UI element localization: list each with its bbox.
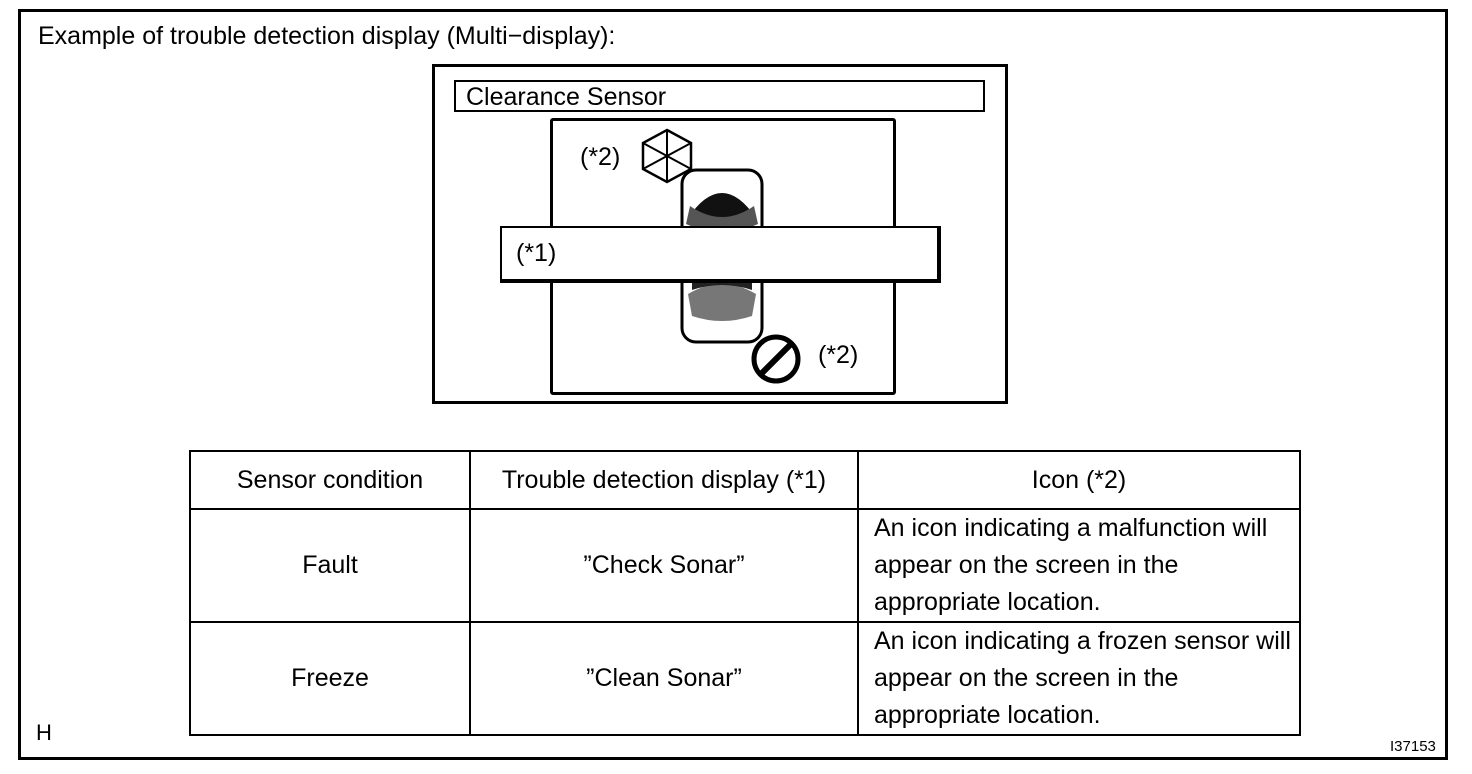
column-header: Icon (*2) — [857, 450, 1301, 510]
vehicle-icon — [680, 168, 764, 344]
icon-description-cell: An icon indicating a malfunction will ap… — [857, 508, 1301, 623]
sensor-condition-cell: Fault — [189, 508, 471, 623]
freeze-icon — [641, 128, 693, 184]
icon-callout-top: (*2) — [580, 143, 621, 171]
icon-description-cell: An icon indicating a frozen sensor will … — [857, 621, 1301, 736]
table-header-row: Sensor condition Trouble detection displ… — [189, 450, 1301, 510]
message-callout: (*1) — [516, 239, 557, 267]
sensor-condition-cell: Freeze — [189, 621, 471, 736]
column-header: Trouble detection display (*1) — [469, 450, 859, 510]
condition-table: Sensor condition Trouble detection displ… — [189, 450, 1301, 736]
figure-title: Example of trouble detection display (Mu… — [38, 22, 616, 50]
figure-id: I37153 — [1390, 738, 1436, 755]
display-message-cell: ”Check Sonar” — [469, 508, 859, 623]
display-header: Clearance Sensor — [454, 80, 985, 112]
trouble-message-bar: (*1) — [500, 226, 941, 283]
table-row: Fault ”Check Sonar” An icon indicating a… — [189, 508, 1301, 623]
table-row: Freeze ”Clean Sonar” An icon indicating … — [189, 621, 1301, 736]
corner-letter: H — [36, 720, 52, 745]
malfunction-icon — [751, 334, 801, 384]
column-header: Sensor condition — [189, 450, 471, 510]
icon-callout-bottom: (*2) — [818, 341, 859, 369]
figure-frame — [18, 9, 1448, 760]
display-message-cell: ”Clean Sonar” — [469, 621, 859, 736]
